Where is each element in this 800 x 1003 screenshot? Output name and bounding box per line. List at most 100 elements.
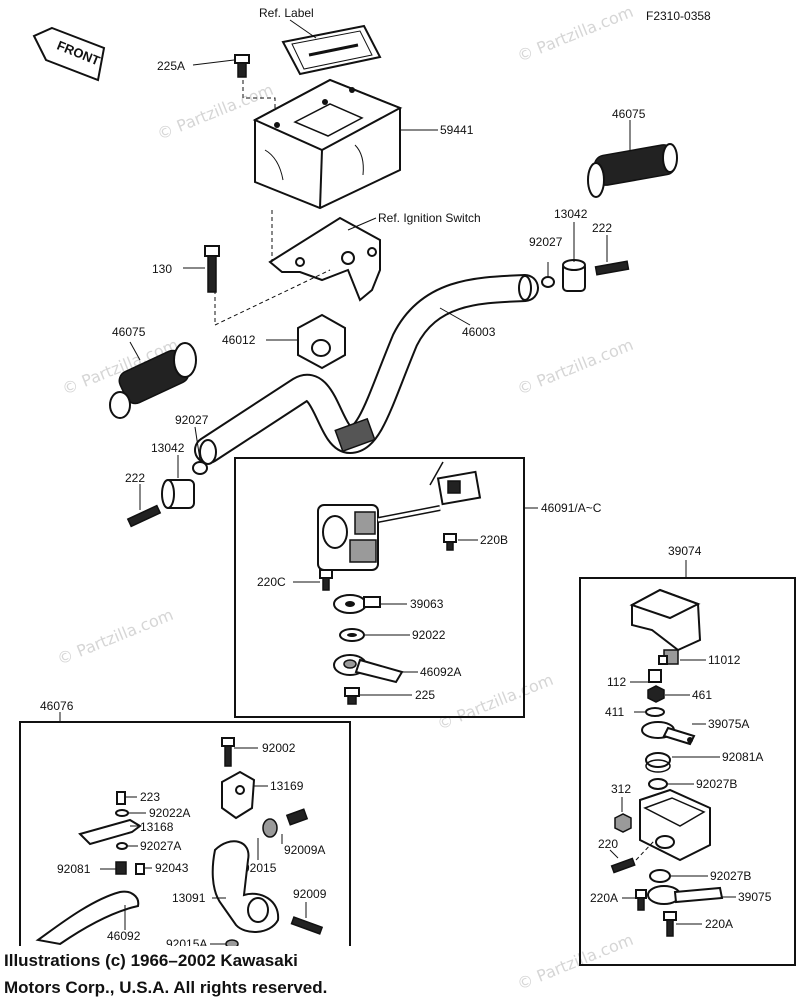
label-13168: 13168 <box>140 820 174 834</box>
copyright-line-2: Motors Corp., U.S.A. All rights reserved… <box>4 978 327 997</box>
label-46075-right: 46075 <box>612 107 646 121</box>
label-92027B-2: 92027B <box>710 869 751 883</box>
label-92002: 92002 <box>262 741 296 755</box>
watermark: © Partzilla.com <box>434 670 556 734</box>
collar-92027B-1 <box>648 778 668 790</box>
switch-assembly-box <box>234 457 525 718</box>
screw-223 <box>116 791 126 805</box>
ref-label-plate <box>281 24 382 76</box>
handlebar <box>194 274 539 465</box>
label-46003: 46003 <box>462 325 496 339</box>
label-46091: 46091/A~C <box>541 501 602 515</box>
switch-housing-cover <box>252 78 403 210</box>
label-220B: 220B <box>480 533 508 547</box>
handlebar-switch <box>317 461 482 571</box>
pulley-39075A <box>641 721 696 746</box>
cam-39063 <box>333 594 381 614</box>
label-39074: 39074 <box>668 544 702 558</box>
washer-411 <box>645 707 665 717</box>
label-46092: 46092 <box>107 929 141 943</box>
screw-220A-1 <box>635 889 647 911</box>
screw-220 <box>610 857 636 874</box>
lever-46092 <box>35 890 140 946</box>
label-92009A: 92009A <box>284 843 325 857</box>
right-bar-end-parts <box>541 259 630 292</box>
watermark: © Partzilla.com <box>54 605 176 669</box>
watermark: © Partzilla.com <box>514 2 636 66</box>
adjuster-11012 <box>658 649 679 665</box>
label-46092A: 46092A <box>420 665 461 679</box>
label-11012: 11012 <box>708 653 741 667</box>
screw-220A-2 <box>663 911 677 937</box>
handlebar-holder <box>297 313 346 370</box>
label-92043: 92043 <box>155 861 189 875</box>
label-92022: 92022 <box>412 628 446 642</box>
washer-92022A <box>115 809 129 817</box>
label-92081: 92081 <box>57 862 91 876</box>
bolt-92009 <box>290 916 324 935</box>
label-220C: 220C <box>257 575 286 589</box>
label-46012: 46012 <box>222 333 256 347</box>
label-13091: 13091 <box>172 891 206 905</box>
label-92027A: 92027A <box>140 839 181 853</box>
collar-92027B-2 <box>649 869 671 883</box>
watermark: © Partzilla.com <box>514 335 636 399</box>
label-225: 225 <box>415 688 435 702</box>
clamp-13169 <box>221 770 256 820</box>
label-225A: 225A <box>157 59 185 73</box>
pin-92043 <box>135 863 145 875</box>
label-92027-left: 92027 <box>175 413 209 427</box>
label-92015: 92015 <box>243 861 277 875</box>
label-13169: 13169 <box>270 779 304 793</box>
screw-225 <box>344 687 360 705</box>
label-92022A: 92022A <box>149 806 190 820</box>
label-220: 220 <box>598 837 618 851</box>
ignition-switch-bracket <box>268 216 381 302</box>
label-220A-2: 220A <box>705 917 733 931</box>
label-312: 312 <box>611 782 631 796</box>
label-92027B-1: 92027B <box>696 777 737 791</box>
nut-312 <box>614 813 632 833</box>
bolt-92002 <box>221 737 235 767</box>
label-46076: 46076 <box>40 699 74 713</box>
label-13042-left: 13042 <box>151 441 185 455</box>
label-59441: 59441 <box>440 123 474 137</box>
copyright-line-1: Illustrations (c) 1966–2002 Kawasaki <box>4 951 298 970</box>
spring-92081A <box>645 752 671 773</box>
front-arrow: FRONT <box>32 26 106 82</box>
label-13042-right: 13042 <box>554 207 588 221</box>
collar-92027A <box>116 842 128 850</box>
label-92009: 92009 <box>293 887 327 901</box>
label-92027-right: 92027 <box>529 235 563 249</box>
left-bar-end-parts <box>126 461 208 528</box>
bolt-225A <box>234 54 250 78</box>
adjuster-92009A <box>262 808 309 838</box>
bracket-13168 <box>78 818 142 846</box>
right-grip <box>587 143 678 198</box>
label-ref-label: Ref. Label <box>259 6 314 20</box>
label-112: 112 <box>607 675 626 689</box>
nut-461 <box>647 685 665 703</box>
label-92081A: 92081A <box>722 750 763 764</box>
label-411: 411 <box>605 705 624 719</box>
label-ref-ignition: Ref. Ignition Switch <box>378 211 481 225</box>
throttle-case <box>639 788 711 862</box>
bolt-130 <box>204 245 220 293</box>
label-223: 223 <box>140 790 160 804</box>
watermark: © Partzilla.com <box>514 930 636 994</box>
perch-13091 <box>211 840 280 933</box>
label-220A-1: 220A <box>590 891 618 905</box>
label-461: 461 <box>692 688 712 702</box>
washer-92022 <box>339 628 365 642</box>
label-130: 130 <box>152 262 172 276</box>
screw-112 <box>648 669 662 683</box>
spring-92081 <box>115 861 127 875</box>
pulley-39075 <box>647 885 724 905</box>
screw-220C <box>319 569 333 591</box>
label-39075A: 39075A <box>708 717 749 731</box>
screw-220B <box>443 533 457 551</box>
label-222-right: 222 <box>592 221 612 235</box>
label-39063: 39063 <box>410 597 444 611</box>
figure-code: F2310-0358 <box>646 9 711 23</box>
